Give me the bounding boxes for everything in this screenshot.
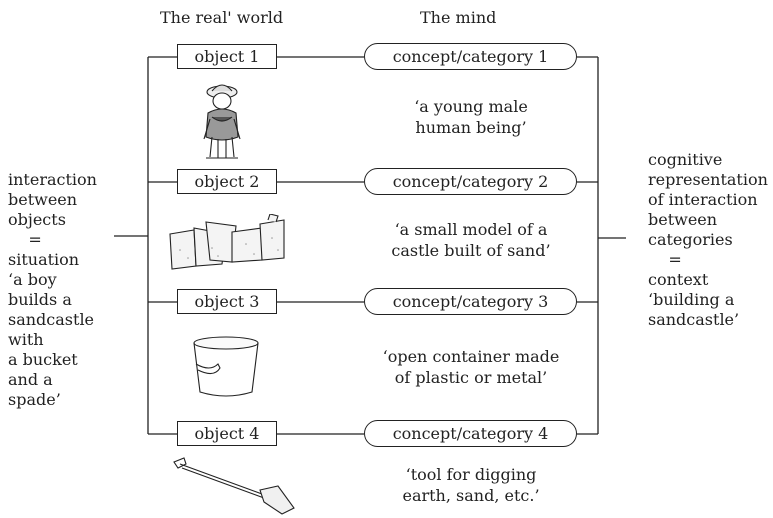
object-box-4: object 4	[177, 421, 277, 446]
object-box-1: object 1	[177, 44, 277, 69]
object-box-2: object 2	[177, 169, 277, 194]
sandcastle-icon	[169, 214, 285, 270]
situation-text: interaction between objects = situation …	[8, 170, 97, 409]
definition-3: ‘open container made of plastic or metal…	[382, 347, 560, 387]
definition-2: ‘a small model of a castle built of sand…	[391, 220, 551, 260]
context-text: cognitive representation of interaction …	[648, 150, 768, 329]
bucket-icon	[193, 336, 259, 397]
object-box-3: object 3	[177, 289, 277, 314]
boy-icon	[203, 84, 241, 159]
definition-4: ‘tool for digging earth, sand, etc.’	[402, 465, 540, 505]
concept-box-1: concept/category 1	[364, 43, 577, 70]
definition-1: ‘a young male human being’	[414, 97, 528, 137]
spade-icon	[173, 457, 295, 515]
concept-box-4: concept/category 4	[364, 420, 577, 447]
real-world-header: The real' world	[160, 8, 284, 27]
concept-box-3: concept/category 3	[364, 288, 577, 315]
concept-box-2: concept/category 2	[364, 168, 577, 195]
mind-header: The mind	[420, 8, 497, 27]
